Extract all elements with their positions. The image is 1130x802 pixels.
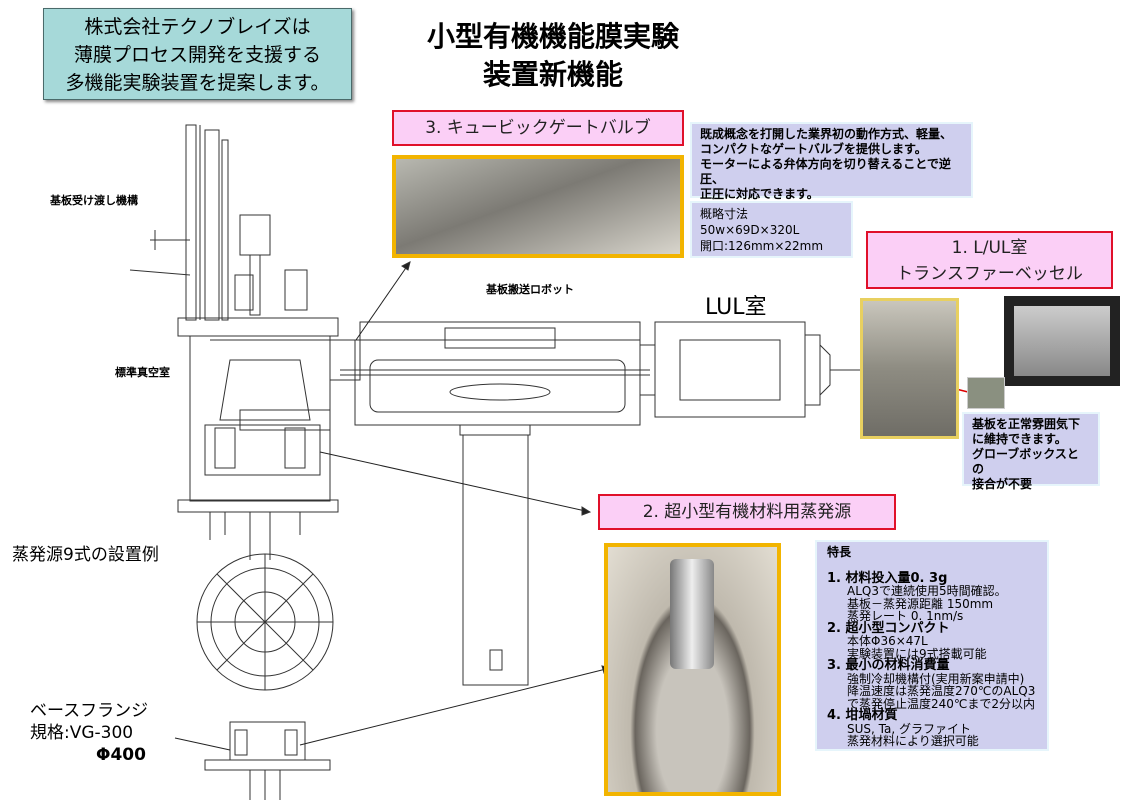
label-vacuum-chamber: 標準真空室 <box>115 366 170 379</box>
gate-valve-description: 既成概念を打開した業界初の動作方式、軽量、 コンパクトなゲートバルブを提供します… <box>690 122 973 201</box>
note-line: に維持できます。 <box>972 432 1067 446</box>
label-lul-chamber: LUL室 <box>705 295 767 320</box>
feature-line: 蒸発材料により選択可能 <box>847 734 979 748</box>
lul-inner-photo <box>1004 296 1120 386</box>
lul-heading-line: 1. L/UL室 <box>951 238 1028 258</box>
note-line: グローブボックスとの <box>972 447 1079 476</box>
lul-photo <box>860 298 959 439</box>
desc-line: コンパクトなゲートバルブを提供します。 <box>700 142 927 156</box>
company-intro-box: 株式会社テクノブレイズは 薄膜プロセス開発を支援する 多機能実験装置を提案します… <box>43 8 352 100</box>
desc-line: 既成概念を打開した業界初の動作方式、軽量、 <box>700 127 953 141</box>
lul-note: 基板を正常雰囲気下 に維持できます。 グローブボックスとの 接合が不要 <box>962 412 1100 491</box>
flange-line: 規格:VG-300 <box>30 723 134 743</box>
dim-line: 50w×69D×320L <box>700 223 800 237</box>
gate-valve-heading: 3. キュービックゲートバルブ <box>392 110 684 146</box>
desc-line: モーターによる弁体方向を切り替えることで逆圧、 <box>700 157 951 186</box>
feature-heading: 1. 材料投入量0. 3g <box>827 570 948 586</box>
evaporator-example-label: 蒸発源9式の設置例 <box>12 545 159 565</box>
feature-heading: 3. 最小の材料消費量 <box>827 658 950 673</box>
feature-line: 強制冷却機構付(実用新案申請中) <box>847 671 1025 686</box>
intro-line: 薄膜プロセス開発を支援する <box>73 44 321 66</box>
evaporator-photo <box>604 543 781 796</box>
title-line: 装置新機能 <box>482 58 623 91</box>
flange-line: ベースフランジ <box>30 701 149 721</box>
features-title: 特長 <box>827 545 852 559</box>
intro-line: 多機能実験装置を提案します。 <box>65 72 330 94</box>
dim-line: 概略寸法 <box>700 207 749 221</box>
page-title: 小型有機機能膜実験 装置新機能 <box>380 18 726 94</box>
intro-line: 株式会社テクノブレイズは <box>84 16 311 38</box>
feature-line: ALQ3で連続使用5時間確認。 <box>847 584 1007 598</box>
feature-line: 降温速度は蒸発温度270℃のALQ3 <box>847 684 1036 698</box>
substrate-photo <box>967 377 1005 409</box>
evaporator-heading: 2. 超小型有機材料用蒸発源 <box>598 494 896 530</box>
feature-line: 蒸発レート 0. 1nm/s <box>847 609 964 623</box>
gate-valve-dimensions: 概略寸法 50w×69D×320L 開口:126mm×22mm <box>690 201 853 258</box>
lul-heading: 1. L/UL室 トランスファーベッセル <box>866 231 1113 289</box>
flange-line: Φ400 <box>96 745 146 765</box>
title-line: 小型有機機能膜実験 <box>426 20 679 53</box>
note-line: 基板を正常雰囲気下 <box>972 417 1081 431</box>
feature-line: 実験装置には9式搭載可能 <box>847 646 987 661</box>
label-transfer-mechanism: 基板受け渡し機構 <box>50 194 138 207</box>
feature-line: で蒸発停止温度240℃まで2分以内 <box>847 696 1036 711</box>
feature-line: 本体Φ36×47L <box>847 634 928 648</box>
note-line: 接合が不要 <box>972 477 1033 491</box>
dim-line: 開口:126mm×22mm <box>700 239 824 253</box>
desc-line: 正圧に対応できます。 <box>700 187 819 201</box>
flange-spec: ベースフランジ 規格:VG-300 Φ400 <box>30 700 148 766</box>
label-transfer-robot: 基板搬送ロボット <box>486 283 574 296</box>
feature-line: 基板－蒸発源距離 150mm <box>847 596 994 611</box>
gate-valve-photo <box>392 155 684 258</box>
feature-heading: 4. 坩堝材質 <box>827 708 898 723</box>
lul-heading-line: トランスファーベッセル <box>896 264 1083 284</box>
feature-heading: 2. 超小型コンパクト <box>827 620 950 636</box>
feature-line: SUS, Ta, グラファイト <box>847 721 971 736</box>
